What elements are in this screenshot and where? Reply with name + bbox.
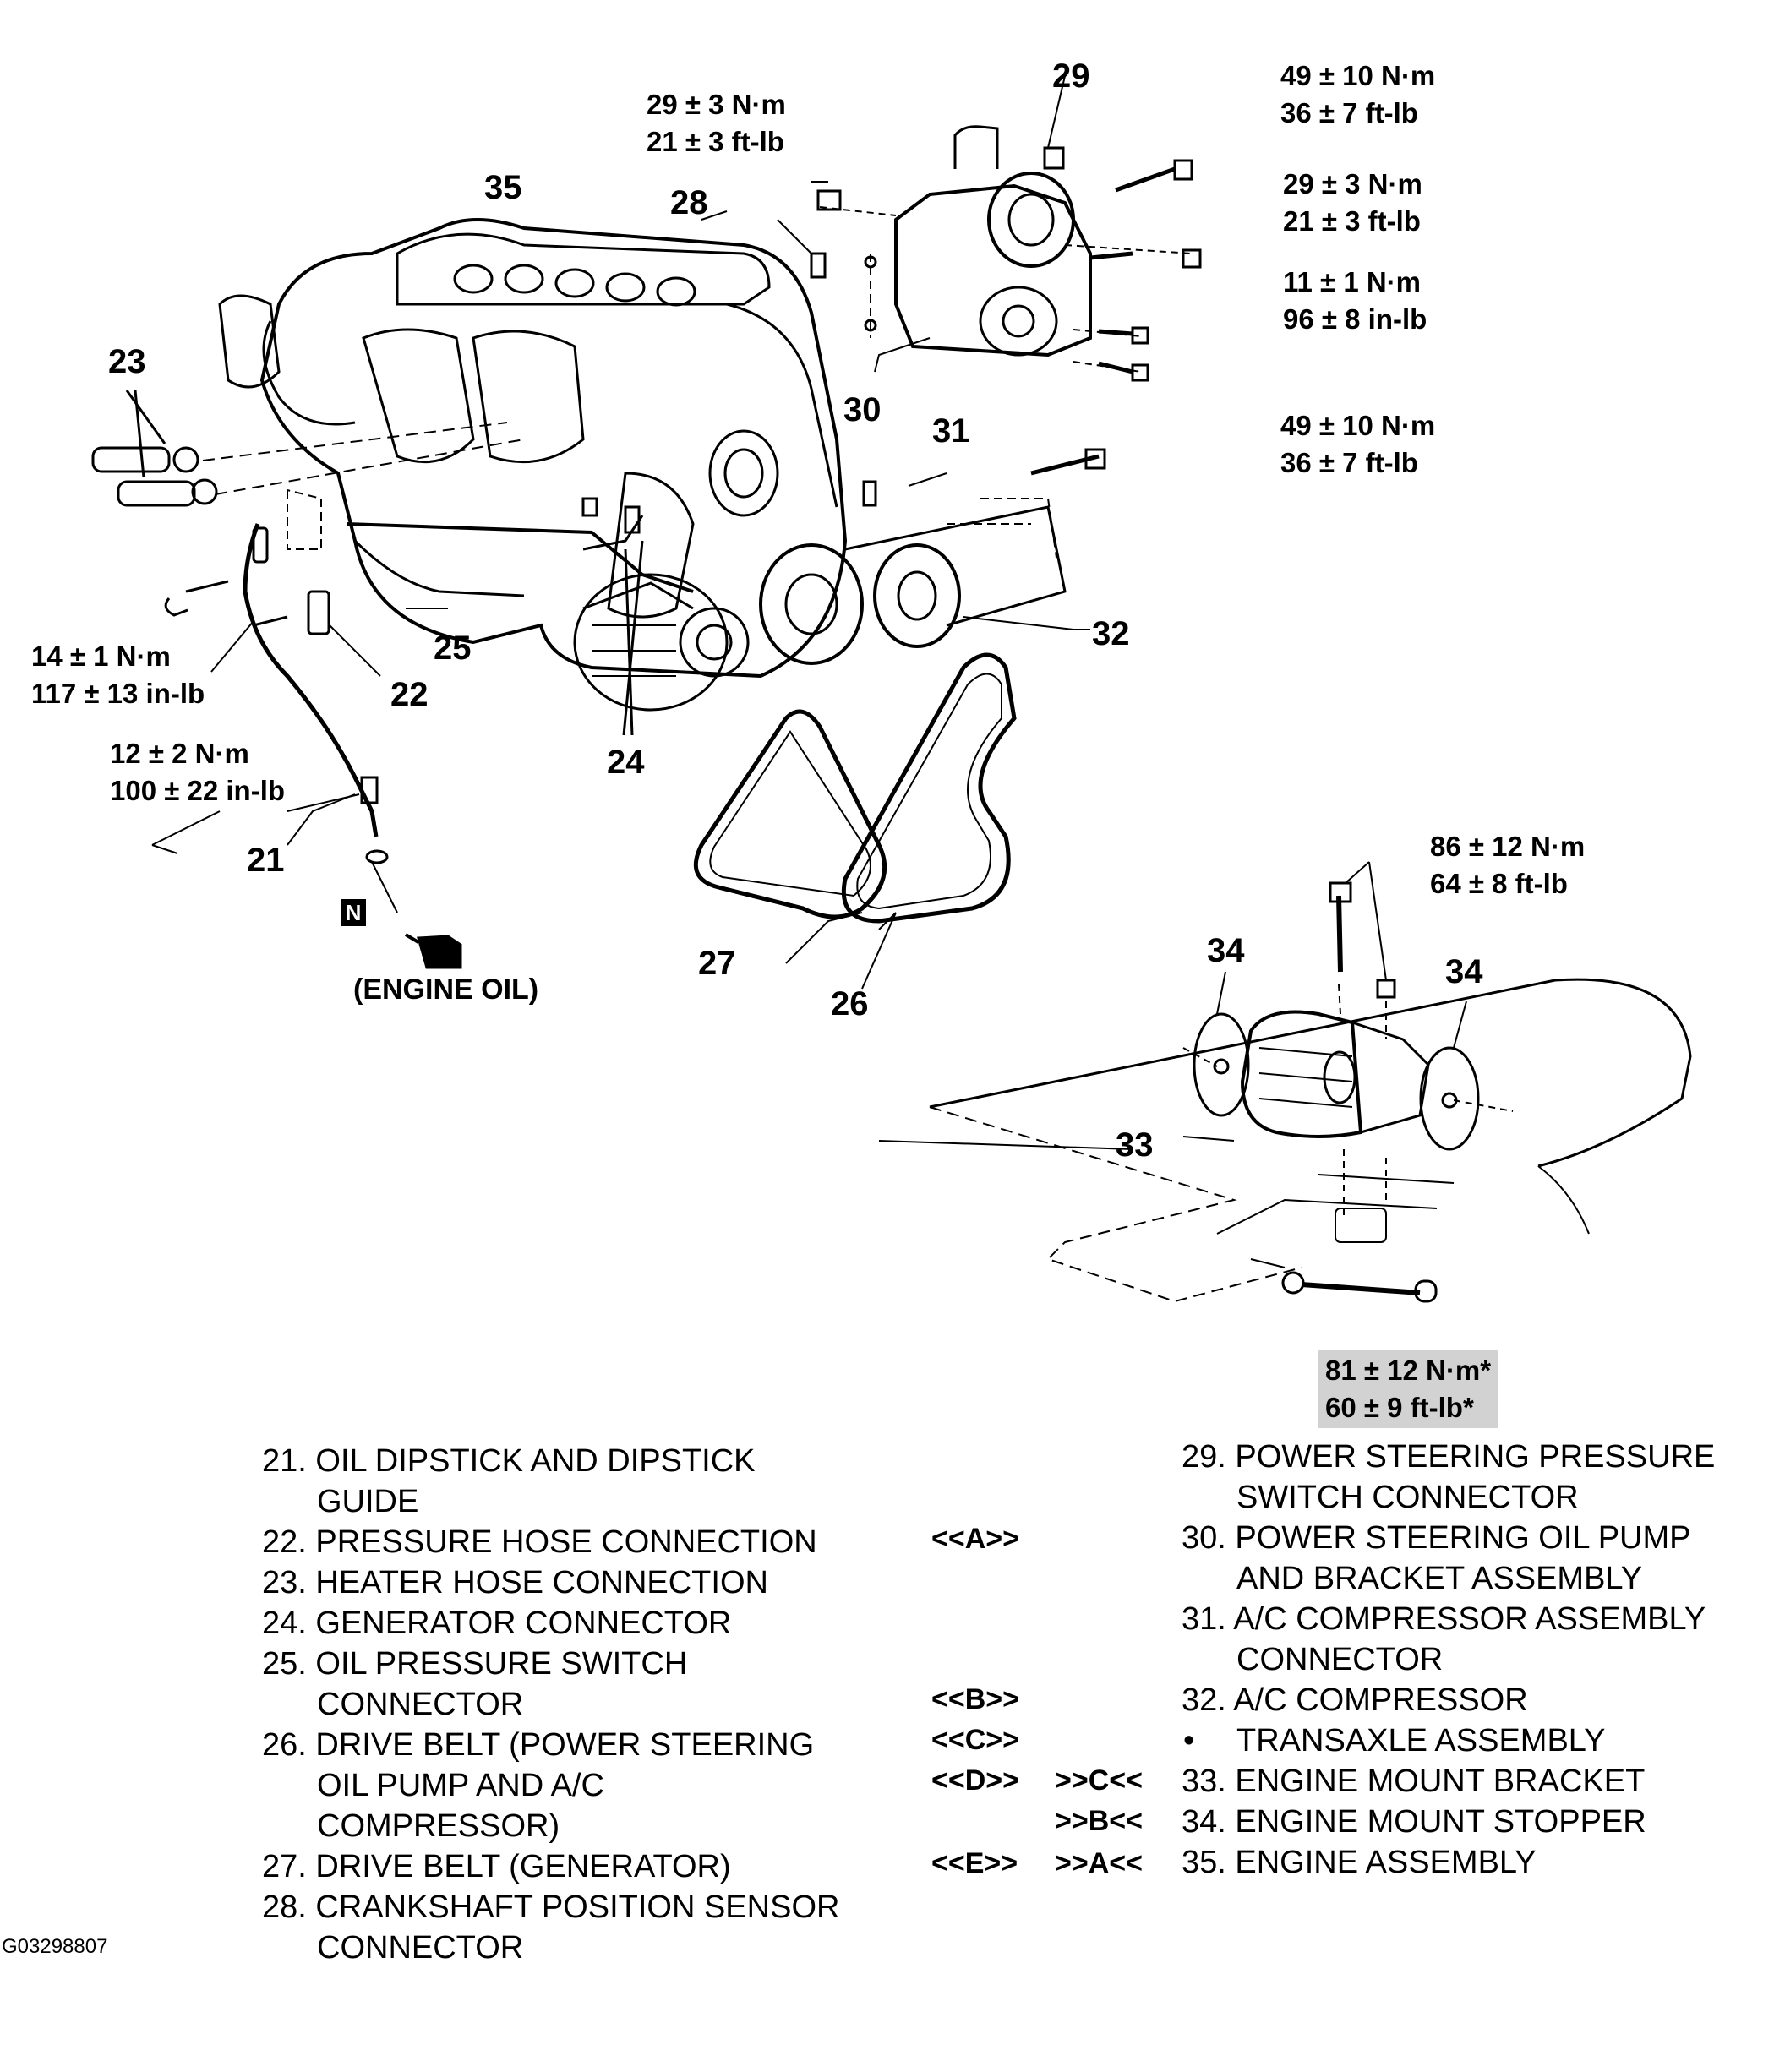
torque-spec-mount-through-bolt: 81 ± 12 N·m*60 ± 9 ft-lb* [1318, 1350, 1498, 1428]
callout-27: 27 [698, 945, 736, 982]
legend-item-28: 28. CRANKSHAFT POSITION SENSOR [262, 1889, 840, 1925]
removal-code-e: <<E>> [931, 1847, 1018, 1879]
callout-29: 29 [1052, 57, 1090, 95]
legend-item-26: 26. DRIVE BELT (POWER STEERING [262, 1727, 815, 1763]
legend-item-30-cont: AND BRACKET ASSEMBLY [1236, 1561, 1643, 1596]
oil-dipstick [164, 523, 389, 864]
legend-item-transaxle: TRANSAXLE ASSEMBLY [1236, 1723, 1606, 1758]
engine-assembly [218, 218, 848, 679]
callout-34-right: 34 [1445, 953, 1483, 990]
legend-item-31: 31. A/C COMPRESSOR ASSEMBLY [1182, 1601, 1706, 1637]
install-code-c: >>C<< [1055, 1764, 1143, 1797]
legend-item-24: 24. GENERATOR CONNECTOR [262, 1606, 732, 1641]
install-code-a: >>A<< [1055, 1847, 1143, 1879]
legend-item-28-cont: CONNECTOR [317, 1930, 524, 1966]
legend-item-25: 25. OIL PRESSURE SWITCH [262, 1646, 688, 1682]
legend-item-27: 27. DRIVE BELT (GENERATOR) [262, 1849, 731, 1884]
removal-code-b: <<B>> [931, 1683, 1019, 1715]
legend-item-31-cont: CONNECTOR [1236, 1642, 1444, 1677]
legend-item-35: 35. ENGINE ASSEMBLY [1182, 1845, 1537, 1880]
callout-32: 32 [1092, 615, 1130, 652]
legend-item-25-cont: CONNECTOR [317, 1687, 524, 1722]
legend-item-33: 33. ENGINE MOUNT BRACKET [1182, 1764, 1646, 1799]
callout-25: 25 [434, 630, 472, 667]
legend-item-29-cont: SWITCH CONNECTOR [1236, 1480, 1579, 1515]
callout-24: 24 [607, 744, 645, 781]
removal-code-c: <<C>> [931, 1724, 1019, 1756]
install-code-b: >>B<< [1055, 1805, 1143, 1837]
callout-35: 35 [484, 169, 522, 206]
engine-oil-symbol-letter: N [341, 899, 366, 926]
figure-id: G03298807 [2, 1935, 108, 1958]
legend-item-21: 21. OIL DIPSTICK AND DIPSTICK [262, 1443, 756, 1479]
drive-belts [693, 652, 1017, 924]
generator [573, 540, 750, 736]
removal-code-d: <<D>> [931, 1764, 1019, 1797]
callout-31: 31 [932, 412, 970, 450]
legend-item-30: 30. POWER STEERING OIL PUMP [1182, 1520, 1691, 1556]
callout-26: 26 [831, 985, 869, 1022]
legend-item-22: 22. PRESSURE HOSE CONNECTION [262, 1524, 817, 1560]
callout-28: 28 [670, 184, 708, 221]
legend-bullet: • [1183, 1723, 1195, 1758]
legend-item-26-cont2: COMPRESSOR) [317, 1808, 560, 1844]
ac-compressor-and-pulleys [759, 448, 1106, 665]
callout-30: 30 [843, 391, 882, 428]
callout-33: 33 [1116, 1126, 1154, 1164]
legend-item-26-cont: OIL PUMP AND A/C [317, 1768, 604, 1803]
legend-item-32: 32. A/C COMPRESSOR [1182, 1682, 1528, 1718]
legend-item-21-cont: GUIDE [317, 1484, 419, 1519]
callout-21: 21 [247, 842, 285, 879]
oil-can-icon [404, 933, 462, 969]
legend-item-29: 29. POWER STEERING PRESSURE [1182, 1439, 1716, 1475]
legend-item-34: 34. ENGINE MOUNT STOPPER [1182, 1804, 1646, 1840]
callout-23: 23 [108, 343, 146, 380]
heater-hoses [91, 390, 525, 507]
power-steering-pump [810, 125, 1202, 382]
leader-lines [151, 75, 1467, 1142]
engine-mount [878, 861, 1692, 1303]
legend-item-23: 23. HEATER HOSE CONNECTION [262, 1565, 768, 1600]
callout-34-left: 34 [1207, 932, 1245, 969]
harness-and-connectors [287, 488, 694, 677]
engine-oil-label: (ENGINE OIL) [353, 973, 539, 1006]
callout-22: 22 [390, 676, 429, 713]
removal-code-a: <<A>> [931, 1523, 1019, 1555]
